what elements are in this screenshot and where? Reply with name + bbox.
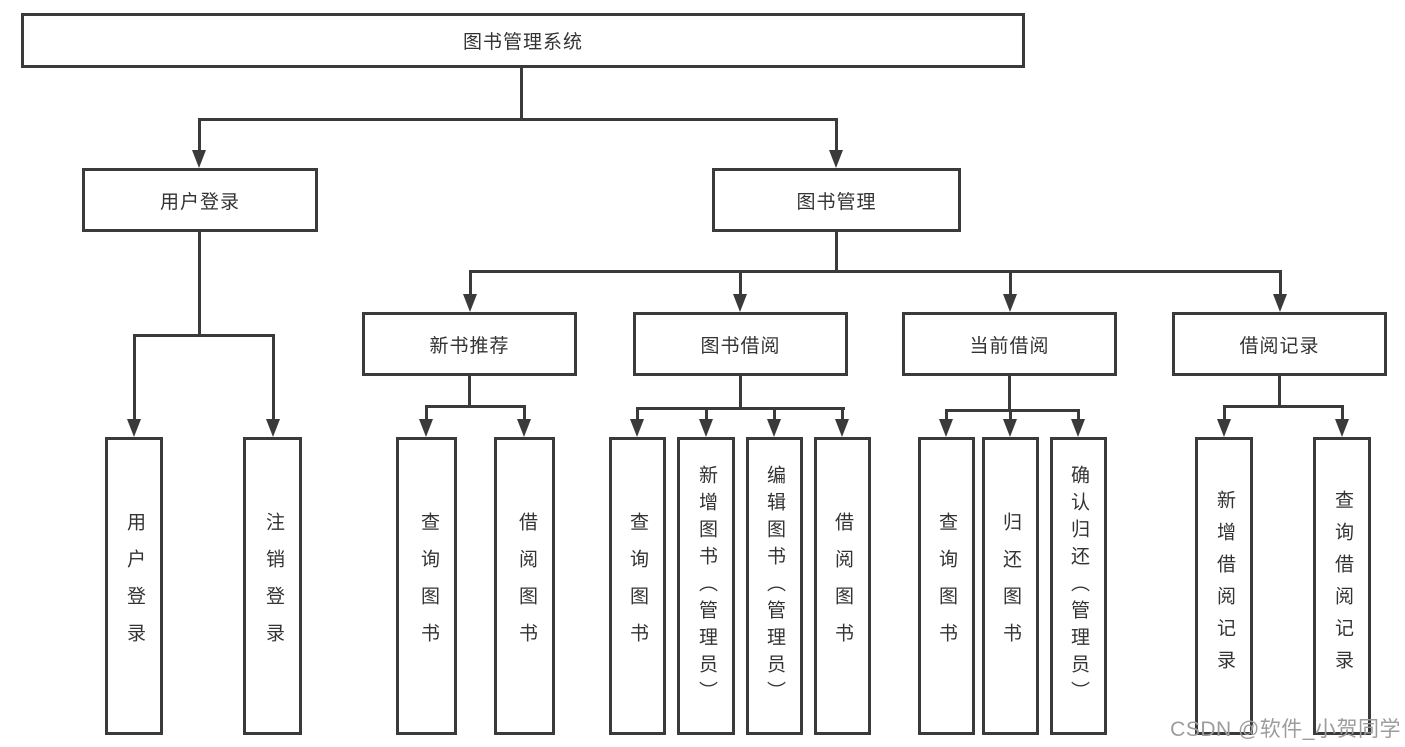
connector-line xyxy=(523,405,526,421)
arrow-down-icon xyxy=(767,419,781,437)
leaf-add-borrow-record: 新增借阅记录 xyxy=(1195,437,1253,735)
arrow-down-icon xyxy=(1003,419,1017,437)
connector-line xyxy=(1341,405,1344,421)
arrow-down-icon xyxy=(939,419,953,437)
connector-line xyxy=(739,376,742,409)
connector-line xyxy=(1009,409,1012,421)
node-borrow-records: 借阅记录 xyxy=(1172,312,1387,376)
connector-line xyxy=(739,270,742,296)
arrow-down-icon xyxy=(127,419,141,437)
connector-line xyxy=(835,118,838,152)
connector-line xyxy=(1223,405,1344,408)
leaf-query-books-recommend: 查询图书 xyxy=(396,437,457,735)
leaf-return-book: 归还图书 xyxy=(982,437,1039,735)
arrow-down-icon xyxy=(266,419,280,437)
connector-line xyxy=(636,407,639,421)
arrow-down-icon xyxy=(1335,419,1349,437)
connector-line xyxy=(198,232,201,337)
connector-line xyxy=(945,409,1080,412)
connector-line xyxy=(835,232,838,273)
arrow-down-icon xyxy=(829,150,843,168)
leaf-borrow-books-recommend: 借阅图书 xyxy=(494,437,555,735)
connector-line xyxy=(133,334,136,421)
leaf-query-borrow-record: 查询借阅记录 xyxy=(1313,437,1371,735)
arrow-down-icon xyxy=(1071,419,1085,437)
arrow-down-icon xyxy=(1273,294,1287,312)
connector-line xyxy=(841,407,844,421)
connector-line xyxy=(520,68,523,119)
arrow-down-icon xyxy=(192,150,206,168)
arrow-down-icon xyxy=(517,419,531,437)
connector-line xyxy=(198,118,201,152)
arrow-down-icon xyxy=(630,419,644,437)
node-book-management: 图书管理 xyxy=(712,168,961,232)
connector-line xyxy=(272,334,275,421)
connector-line xyxy=(133,334,275,337)
node-library-system: 图书管理系统 xyxy=(21,13,1025,68)
node-user-login: 用户登录 xyxy=(82,168,318,232)
connector-line xyxy=(469,270,472,296)
leaf-confirm-return-admin: 确认归还（管理员） xyxy=(1050,437,1107,735)
connector-line xyxy=(1009,270,1012,296)
arrow-down-icon xyxy=(463,294,477,312)
connector-line xyxy=(773,407,776,421)
connector-line xyxy=(1223,405,1226,421)
connector-line xyxy=(1008,376,1011,411)
leaf-query-books-current: 查询图书 xyxy=(918,437,975,735)
arrow-down-icon xyxy=(1003,294,1017,312)
leaf-logout: 注销登录 xyxy=(243,437,302,735)
connector-line xyxy=(705,407,708,421)
node-book-borrowing: 图书借阅 xyxy=(633,312,848,376)
connector-line xyxy=(1278,376,1281,407)
connector-line xyxy=(1279,270,1282,296)
connector-line xyxy=(469,270,1282,273)
arrow-down-icon xyxy=(835,419,849,437)
node-new-book-recommend: 新书推荐 xyxy=(362,312,577,376)
arrow-down-icon xyxy=(733,294,747,312)
arrow-down-icon xyxy=(1217,419,1231,437)
csdn-watermark: CSDN @软件_小贺同学 xyxy=(1170,718,1401,741)
connector-line xyxy=(636,407,845,410)
connector-line xyxy=(468,376,471,407)
node-current-borrowing: 当前借阅 xyxy=(902,312,1117,376)
connector-line xyxy=(425,405,428,421)
connector-line xyxy=(425,405,526,408)
leaf-edit-book-admin: 编辑图书（管理员） xyxy=(746,437,803,735)
arrow-down-icon xyxy=(699,419,713,437)
leaf-add-book-admin: 新增图书（管理员） xyxy=(677,437,735,735)
connector-line xyxy=(198,118,838,121)
leaf-borrow-books-borrowing: 借阅图书 xyxy=(814,437,871,735)
arrow-down-icon xyxy=(419,419,433,437)
connector-line xyxy=(945,409,948,421)
leaf-user-login: 用户登录 xyxy=(105,437,163,735)
connector-line xyxy=(1077,409,1080,421)
leaf-query-books-borrowing: 查询图书 xyxy=(609,437,666,735)
